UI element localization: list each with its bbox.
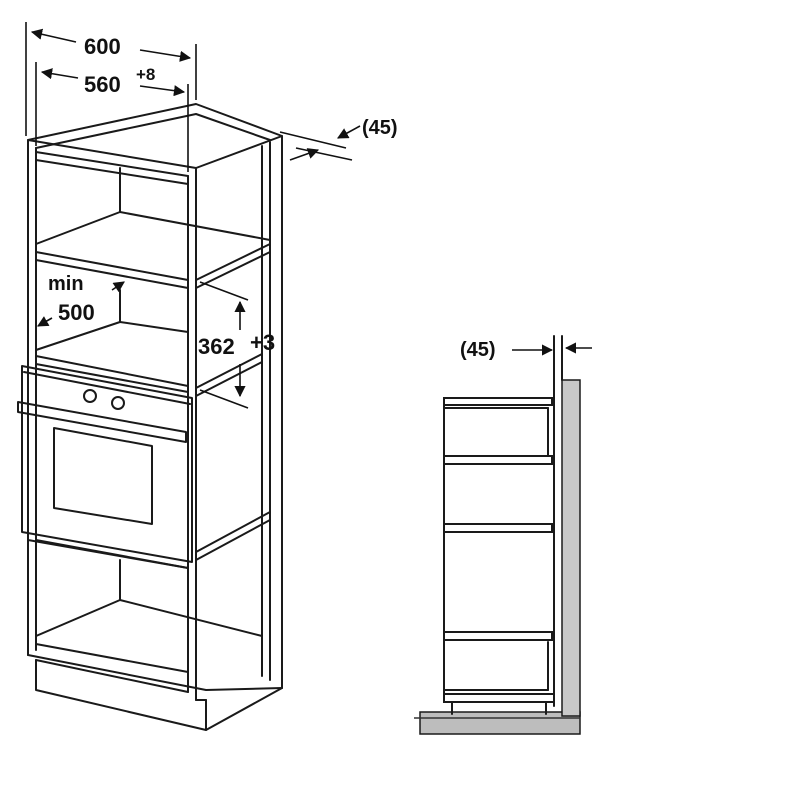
side-gap-45-label: (45)	[460, 339, 496, 361]
dimension-lines	[25, 22, 361, 409]
width-600-label: 600	[84, 34, 121, 59]
height-362-label: 362	[198, 334, 235, 359]
width-560-tolerance: +8	[136, 65, 155, 84]
min-depth-500-label: 500	[58, 300, 95, 325]
side-view	[414, 335, 592, 735]
floor-slab	[419, 711, 581, 735]
depth-45-label-top: (45)	[362, 117, 398, 139]
width-560-label: 560	[84, 72, 121, 97]
height-362-tolerance: +3	[250, 330, 275, 355]
wall	[561, 379, 581, 717]
tall-cabinet	[17, 103, 283, 731]
min-label: min	[48, 273, 84, 295]
